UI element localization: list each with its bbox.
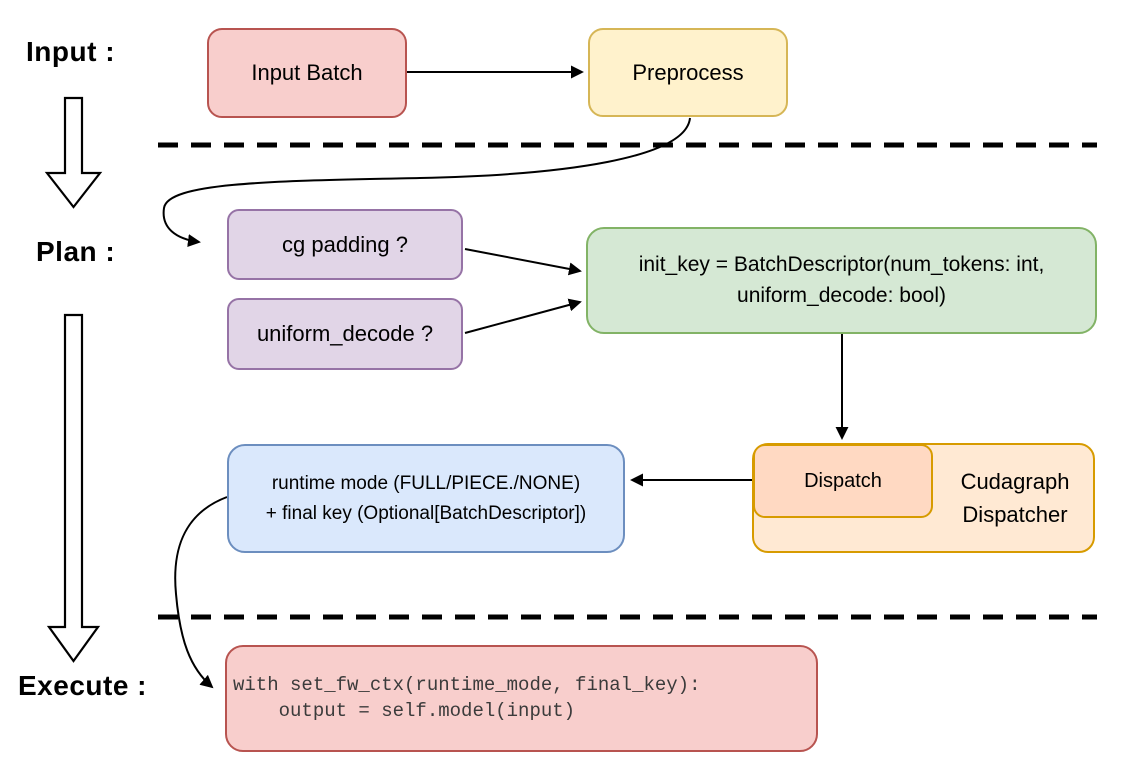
stage-label-input: Input : (26, 36, 116, 67)
node-preprocess: Preprocess (588, 28, 788, 117)
stage-arrow-plan-to-execute-icon (46, 313, 101, 663)
node-cudagraph-dispatcher-label: Cudagraph Dispatcher (936, 445, 1094, 551)
arrow-uniform-decode-to-init-key (464, 298, 582, 334)
node-execute-code-line2: output = self.model(input) (233, 699, 576, 722)
stage-label-execute: Execute : (18, 670, 147, 701)
arrow-runtime-mode-to-execute-code (174, 496, 228, 689)
node-dispatch: Dispatch (753, 444, 933, 518)
node-runtime-mode: runtime mode (FULL/PIECE./NONE) + final … (227, 444, 625, 553)
arrow-cg-padding-to-init-key (464, 248, 582, 276)
node-cudagraph-dispatcher-line2: Dispatcher (962, 502, 1068, 527)
node-input-batch: Input Batch (207, 28, 407, 118)
node-runtime-mode-line1: runtime mode (FULL/PIECE./NONE) (271, 473, 581, 495)
node-execute-code-line1: with set_fw_ctx(runtime_mode, final_key)… (233, 673, 701, 696)
node-init-key: init_key = BatchDescriptor(num_tokens: i… (586, 227, 1097, 334)
node-cg-padding-label: cg padding ? (282, 231, 408, 257)
node-execute-code: with set_fw_ctx(runtime_mode, final_key)… (225, 645, 818, 752)
node-input-batch-label: Input Batch (251, 60, 363, 85)
node-dispatch-label: Dispatch (804, 469, 882, 492)
node-preprocess-label: Preprocess (632, 59, 744, 85)
node-uniform-decode: uniform_decode ? (227, 298, 463, 370)
node-cg-padding: cg padding ? (227, 209, 463, 280)
node-init-key-line2: uniform_decode: bool) (737, 283, 946, 307)
node-uniform-decode-label: uniform_decode ? (256, 321, 434, 346)
node-cudagraph-dispatcher-line1: Cudagraph (960, 469, 1070, 494)
stage-arrow-input-to-plan-icon (44, 96, 103, 209)
node-init-key-line1: init_key = BatchDescriptor(num_tokens: i… (638, 253, 1045, 277)
stage-label-plan: Plan : (36, 236, 116, 267)
node-runtime-mode-line2: + final key (Optional[BatchDescriptor]) (265, 502, 587, 524)
